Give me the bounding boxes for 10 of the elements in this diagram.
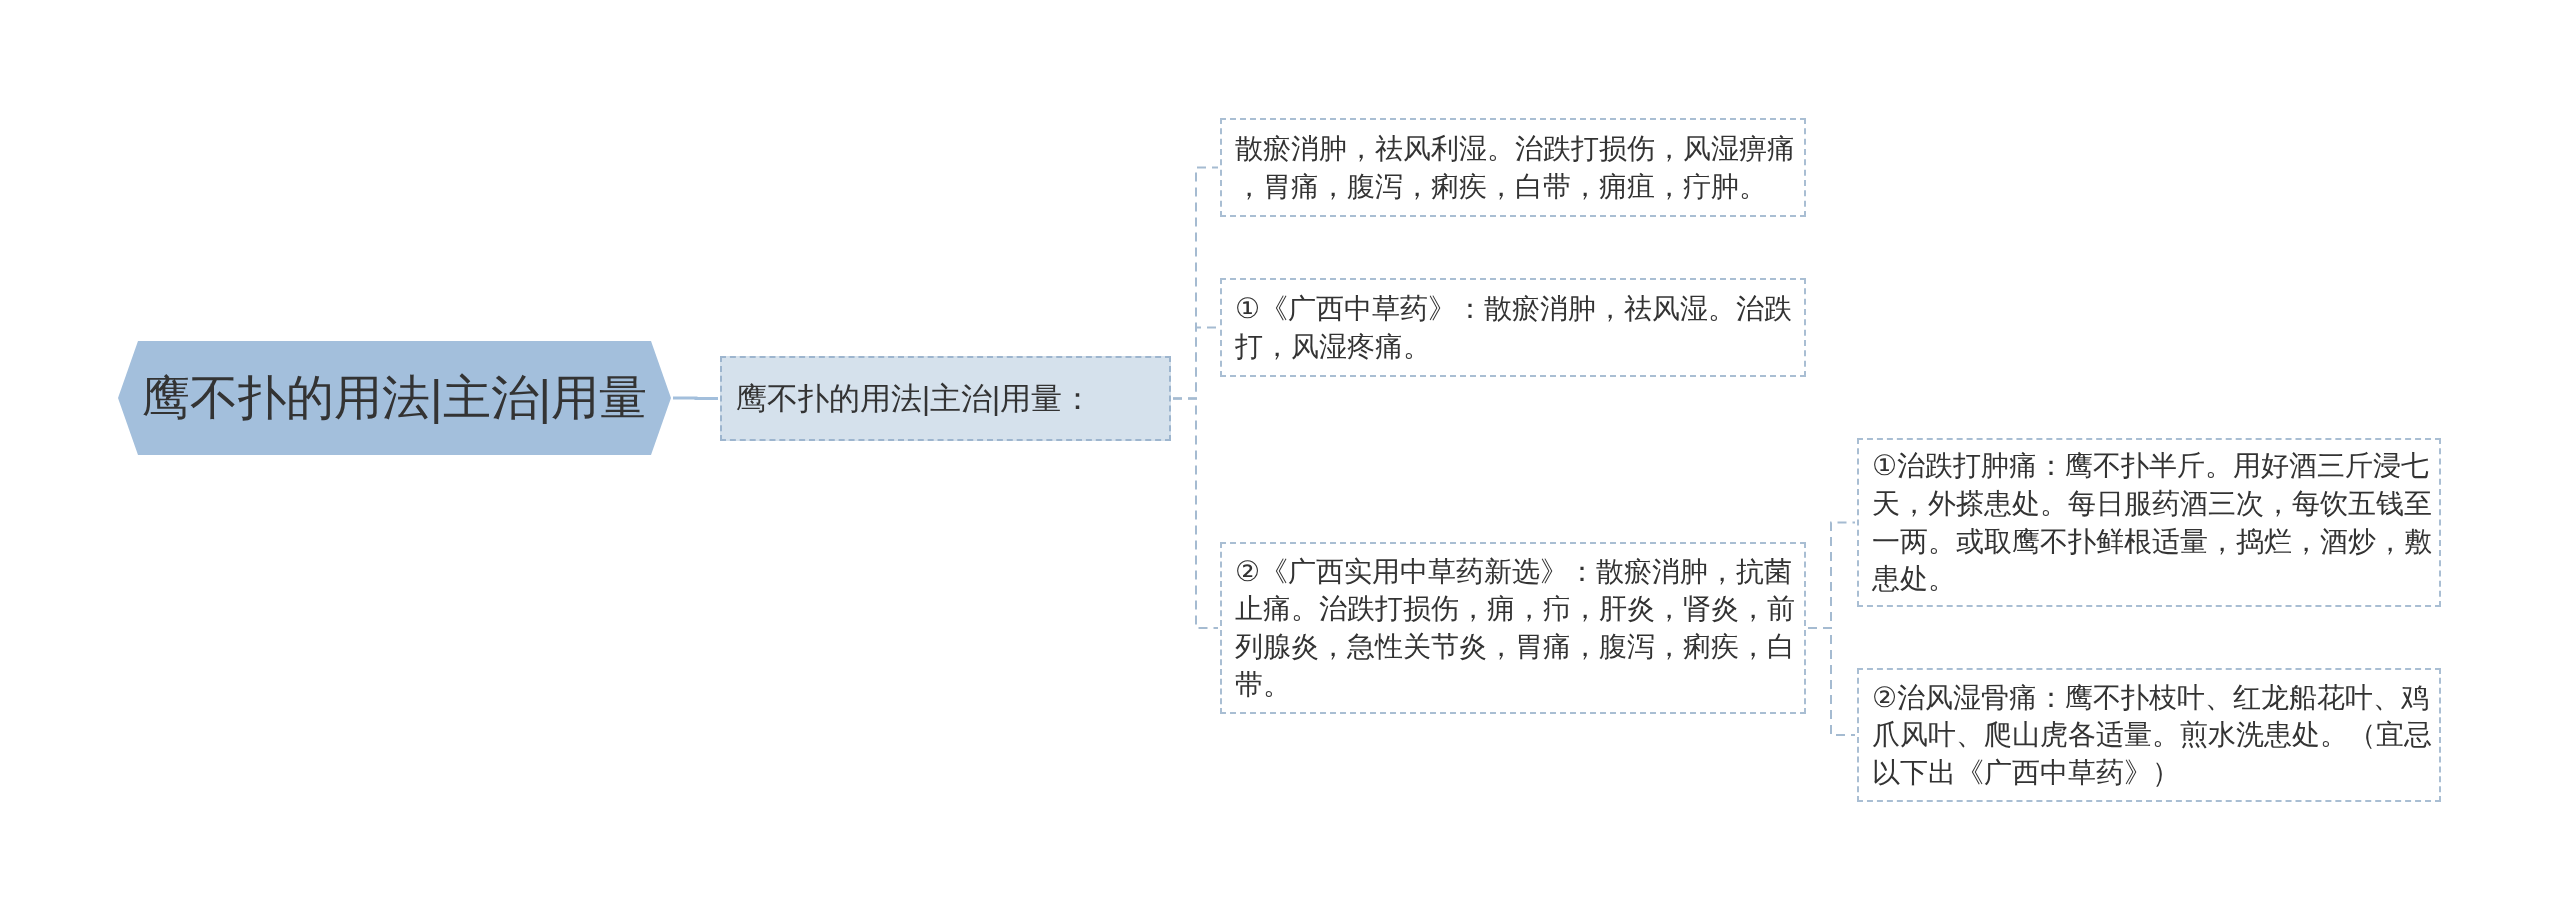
connector-line	[1807, 627, 1856, 736]
topic-hexagon: 鹰不扑的用法|主治|用量	[118, 341, 671, 455]
connector-line	[673, 396, 718, 400]
text-box: ②治风湿骨痛：鹰不扑枝叶、红龙船花叶、鸡爪风叶、爬山虎各适量。煎水洗患处。（宜忌以下出《广西中草药》）	[1857, 668, 2441, 802]
text-box: ①治跌打肿痛：鹰不扑半斤。用好酒三斤浸七天，外搽患处。每日服药酒三次，每饮五钱至一两。或取鹰不扑鲜根适量，捣烂，酒炒，敷患处。	[1857, 438, 2441, 607]
text-box: 散瘀消肿，祛风利湿。治跌打损伤，风湿痹痛，胃痛，腹泻，痢疾，白带，痈疽，疔肿。	[1220, 118, 1806, 217]
subtopic-box: 鹰不扑的用法|主治|用量：	[720, 356, 1171, 441]
text-box: ①《广西中草药》：散瘀消肿，祛风湿。治跌打，风湿疼痛。	[1220, 278, 1806, 377]
connector-line	[1172, 397, 1219, 629]
text-box: ②《广西实用中草药新选》：散瘀消肿，抗菌止痛。治跌打损伤，痈，疖，肝炎，肾炎，前列腺炎，急性关节炎，胃痛，腹泻，痢疾，白带。	[1220, 542, 1806, 714]
